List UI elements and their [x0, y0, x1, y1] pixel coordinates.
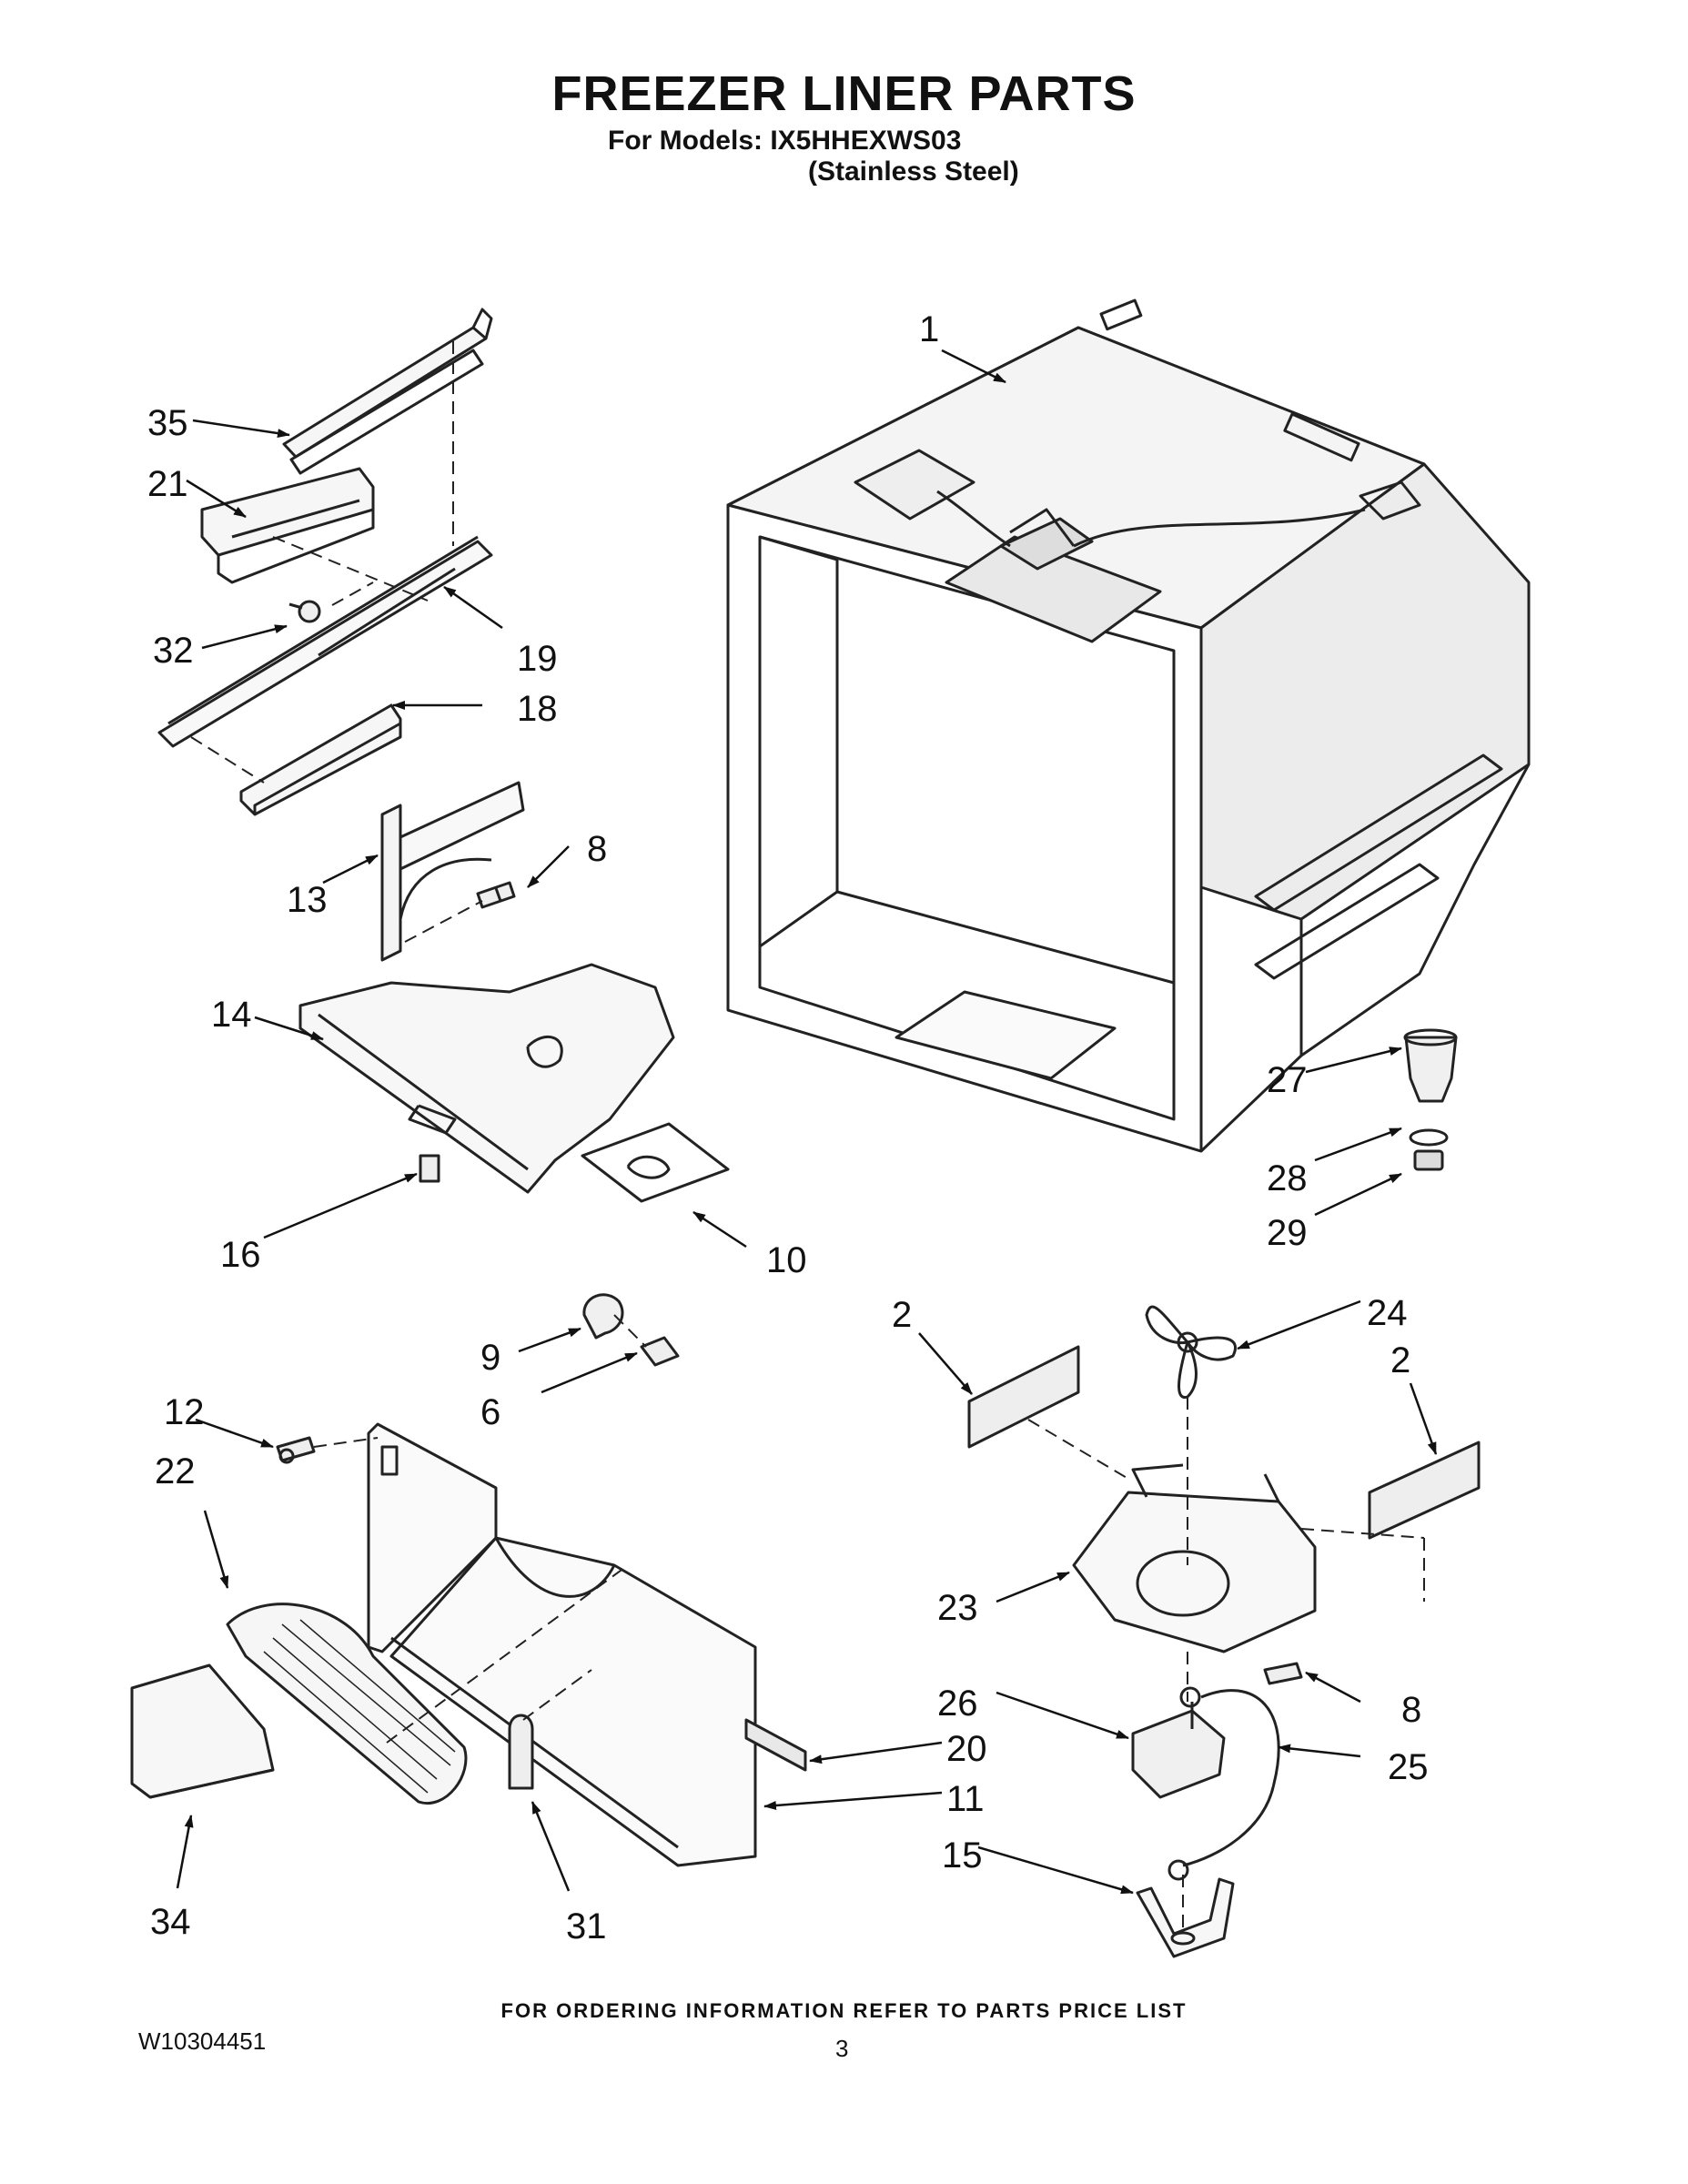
foam-strip-part — [744, 1718, 807, 1772]
callout-labels: 1 35 21 32 19 18 13 8 14 16 10 27 28 29 … — [147, 309, 1429, 1946]
side-bracket-part — [380, 781, 525, 962]
callout-9: 9 — [480, 1338, 500, 1378]
screw-part-upper — [476, 881, 516, 909]
motor-bracket-part — [1136, 1877, 1235, 1958]
screw-part — [288, 600, 321, 623]
callout-10: 10 — [766, 1240, 807, 1280]
model-number: For Models: IX5HHEXWS03 — [608, 126, 962, 156]
document-number: W10304451 — [138, 2027, 267, 2055]
callout-2-left: 2 — [892, 1295, 912, 1335]
callout-13: 13 — [287, 880, 328, 920]
top-rail-part — [282, 308, 493, 475]
callout-28: 28 — [1267, 1158, 1308, 1198]
air-duct-tray-part — [298, 963, 675, 1194]
drain-parts — [1403, 1028, 1458, 1171]
callout-27: 27 — [1267, 1060, 1308, 1100]
foam-pad-part-right — [1368, 1441, 1481, 1540]
light-bulb-part — [582, 1293, 624, 1340]
callout-1: 1 — [919, 309, 939, 349]
screw-part-left — [276, 1436, 316, 1464]
cover-part — [130, 1663, 275, 1799]
callout-16: 16 — [220, 1235, 261, 1275]
screw-part-lower — [1263, 1662, 1303, 1685]
fan-shroud-part — [1072, 1463, 1317, 1653]
assembly-lines — [190, 341, 1425, 1934]
fan-blade-part — [1145, 1305, 1237, 1399]
callout-11: 11 — [946, 1779, 985, 1819]
foam-pad-part-left — [967, 1345, 1080, 1449]
long-rail-part — [157, 535, 493, 748]
callout-22: 22 — [155, 1451, 196, 1491]
page-number: 3 — [835, 2035, 849, 2062]
callout-24: 24 — [1367, 1293, 1408, 1333]
switch-part — [419, 1154, 440, 1183]
callout-21: 21 — [147, 464, 188, 504]
callout-25: 25 — [1388, 1747, 1429, 1787]
callout-19: 19 — [517, 639, 558, 679]
gasket-sheet-part — [581, 1122, 730, 1203]
thermistor-part — [508, 1714, 534, 1790]
callout-35: 35 — [147, 403, 188, 443]
callout-14: 14 — [211, 995, 252, 1035]
fan-motor-part — [1131, 1686, 1226, 1799]
callout-6: 6 — [480, 1392, 500, 1432]
callout-32: 32 — [153, 631, 194, 671]
lower-rail-part — [239, 703, 402, 816]
callout-15: 15 — [942, 1835, 983, 1876]
wire-harness-part — [1167, 1689, 1280, 1881]
callout-34: 34 — [150, 1902, 191, 1942]
leader-arrows — [176, 349, 1438, 1895]
callout-20: 20 — [946, 1729, 987, 1769]
callout-31: 31 — [566, 1906, 607, 1946]
rear-cover-panel-part — [367, 1422, 757, 1867]
callout-2-right: 2 — [1390, 1340, 1410, 1380]
ordering-note: FOR ORDERING INFORMATION REFER TO PARTS … — [500, 1999, 1188, 2022]
freezer-liner-part — [726, 298, 1531, 1153]
light-socket-part — [640, 1336, 680, 1367]
model-variant: (Stainless Steel) — [808, 157, 1019, 187]
callout-8-upper: 8 — [587, 829, 607, 869]
rail-bracket-part — [200, 467, 375, 584]
page-title: FREEZER LINER PARTS — [551, 66, 1137, 121]
callout-23: 23 — [937, 1588, 978, 1628]
grille-part — [226, 1603, 468, 1805]
callout-18: 18 — [517, 689, 558, 729]
callout-29: 29 — [1267, 1213, 1308, 1253]
callout-8-lower: 8 — [1401, 1690, 1421, 1730]
callout-12: 12 — [164, 1392, 205, 1432]
callout-26: 26 — [937, 1684, 978, 1724]
